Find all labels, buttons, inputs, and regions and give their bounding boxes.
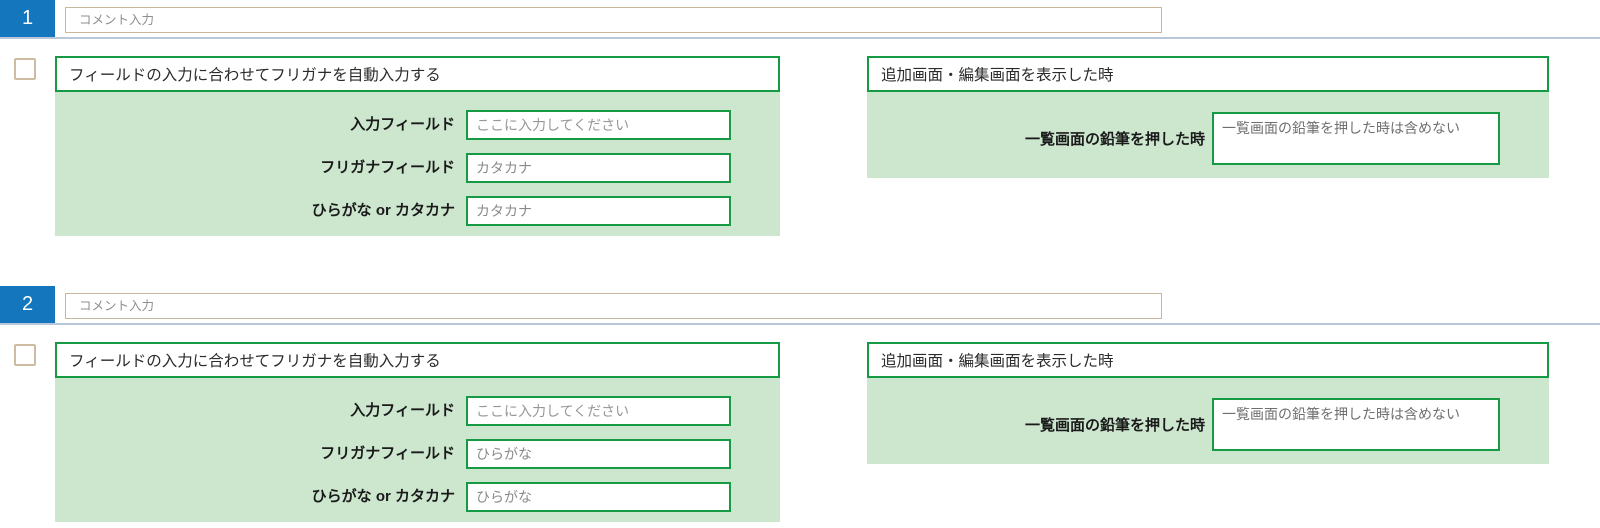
furigana-panel-title: フィールドの入力に合わせてフリガナを自動入力する — [55, 342, 780, 378]
input-field[interactable] — [466, 396, 731, 426]
field-label-kana-type: ひらがな or カタカナ — [311, 202, 455, 219]
pencil-press-value-box[interactable]: 一覧画面の鉛筆を押した時は含めない — [1212, 112, 1500, 165]
rule-section-2: 2 フィールドの入力に合わせてフリガナを自動入力する 入力フィールド フリガナフ… — [0, 286, 1600, 528]
hiragana-or-katakana-field[interactable] — [466, 196, 731, 226]
pencil-press-label: 一覧画面の鉛筆を押した時 — [1024, 417, 1205, 434]
field-label-furigana: フリガナフィールド — [320, 159, 455, 176]
furigana-panel-title: フィールドの入力に合わせてフリガナを自動入力する — [55, 56, 780, 92]
display-timing-panel-title: 追加画面・編集画面を表示した時 — [867, 56, 1549, 92]
field-label-kana-type: ひらがな or カタカナ — [311, 488, 455, 505]
rule-section-1: 1 フィールドの入力に合わせてフリガナを自動入力する 入力フィールド フリガナフ… — [0, 0, 1600, 236]
field-label-input: 入力フィールド — [350, 402, 455, 419]
section-divider — [0, 323, 1600, 325]
pencil-press-label: 一覧画面の鉛筆を押した時 — [1024, 131, 1205, 148]
comment-input[interactable] — [65, 7, 1162, 33]
input-field[interactable] — [466, 110, 731, 140]
section-checkbox[interactable] — [14, 344, 36, 366]
furigana-field[interactable] — [466, 439, 731, 469]
section-number-badge: 2 — [0, 286, 55, 323]
display-timing-panel-title: 追加画面・編集画面を表示した時 — [867, 342, 1549, 378]
hiragana-or-katakana-field[interactable] — [466, 482, 731, 512]
section-checkbox[interactable] — [14, 58, 36, 80]
pencil-press-value-box[interactable]: 一覧画面の鉛筆を押した時は含めない — [1212, 398, 1500, 451]
field-label-input: 入力フィールド — [350, 116, 455, 133]
section-number-badge: 1 — [0, 0, 55, 37]
comment-input[interactable] — [65, 293, 1162, 319]
section-divider — [0, 37, 1600, 39]
field-label-furigana: フリガナフィールド — [320, 445, 455, 462]
furigana-field[interactable] — [466, 153, 731, 183]
